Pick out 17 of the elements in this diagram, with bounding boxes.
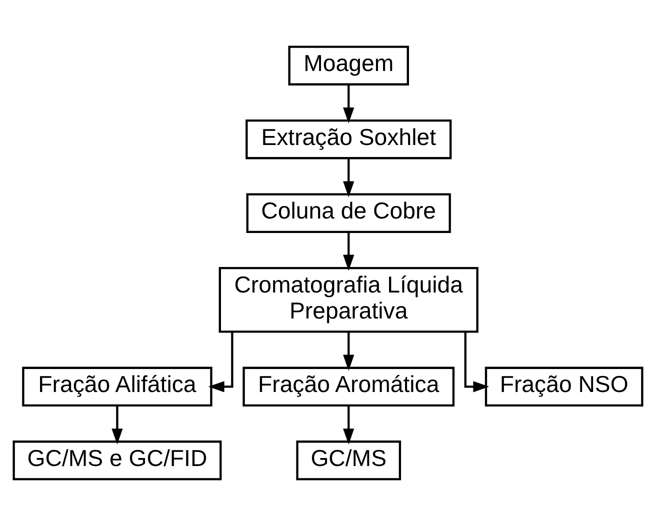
node-box: Cromatografia Líquida Preparativa (218, 266, 478, 332)
arrow (343, 84, 354, 123)
arrow (464, 331, 490, 392)
arrow (208, 331, 234, 392)
node-box: Moagem (288, 45, 409, 85)
arrow (343, 405, 354, 444)
node-box: Fração Alifática (22, 366, 212, 406)
node-box: GC/MS (296, 440, 402, 480)
arrow (112, 405, 123, 444)
node-box: Fração NSO (484, 366, 644, 406)
node-box: Coluna de Cobre (246, 192, 451, 232)
arrow (343, 331, 354, 370)
arrow (343, 158, 354, 197)
arrow (343, 231, 354, 270)
node-box: Fração Aromática (242, 366, 455, 406)
node-box: GC/MS e GC/FID (12, 440, 222, 480)
node-box: Extração Soxhlet (246, 118, 452, 159)
